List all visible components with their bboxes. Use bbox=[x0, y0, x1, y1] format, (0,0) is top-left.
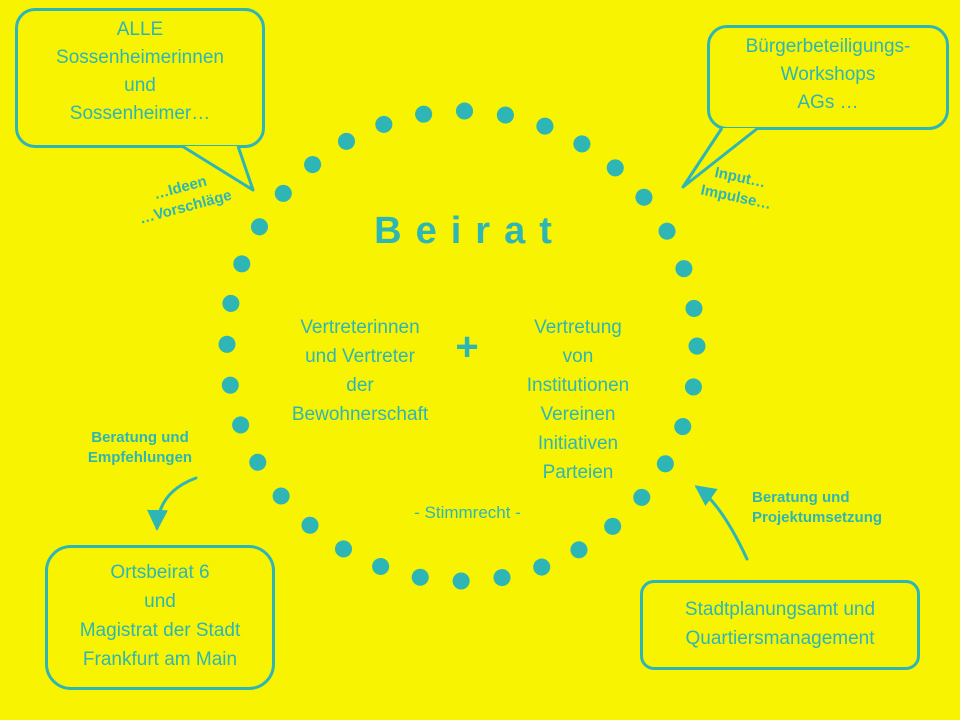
callout-line: Bürgerbeteiligungs- bbox=[745, 36, 911, 57]
callout-line: Workshops bbox=[780, 64, 876, 85]
curved-arrow-right bbox=[694, 485, 749, 561]
callout-line: und bbox=[124, 75, 156, 96]
label-line: Projektumsetzung bbox=[752, 509, 883, 526]
box-line: Magistrat der Stadt bbox=[79, 620, 241, 641]
group-institutionen: Vertretung von Institutionen Vereinen In… bbox=[488, 313, 668, 487]
stimmrecht-note: - Stimmrecht - bbox=[414, 503, 521, 522]
callout-line: Sossenheimerinnen bbox=[56, 47, 224, 68]
group-line: von bbox=[562, 346, 594, 367]
label-beratung-empfehlungen: Beratung und Empfehlungen bbox=[75, 428, 205, 468]
group-line: der bbox=[346, 375, 374, 396]
callout-line: Sossenheimer… bbox=[69, 103, 211, 124]
group-line: Initiativen bbox=[537, 433, 619, 454]
box-line: Stadtplanungsamt und bbox=[684, 599, 876, 620]
group-line: Vereinen bbox=[540, 404, 616, 425]
circle-title: Beirat bbox=[374, 210, 566, 252]
group-line: Vertreterinnen bbox=[300, 317, 420, 338]
box-ortsbeirat: Ortsbeirat 6 und Magistrat der Stadt Fra… bbox=[45, 545, 275, 690]
box-line: Quartiersmanagement bbox=[685, 628, 875, 649]
callout-line: AGs … bbox=[797, 92, 859, 113]
box-line: Frankfurt am Main bbox=[82, 649, 238, 670]
group-line: und Vertreter bbox=[305, 346, 415, 367]
curved-arrow-left bbox=[147, 476, 198, 531]
box-stadtplanungsamt: Stadtplanungsamt und Quartiersmanagement bbox=[640, 580, 920, 670]
plus-sign: + bbox=[455, 325, 479, 369]
label-ideen-vorschlaege: …Ideen …Vorschläge bbox=[115, 162, 251, 234]
group-line: Bewohnerschaft bbox=[291, 404, 429, 425]
label-line: Empfehlungen bbox=[87, 449, 193, 466]
label-beratung-projektumsetzung: Beratung und Projektumsetzung bbox=[752, 488, 922, 528]
callout-line: ALLE bbox=[116, 19, 164, 40]
box-line: und bbox=[144, 591, 176, 612]
group-line: Parteien bbox=[542, 462, 614, 483]
label-line: Beratung und bbox=[752, 489, 850, 506]
box-line: Ortsbeirat 6 bbox=[110, 562, 210, 583]
label-line: Beratung und bbox=[91, 429, 189, 446]
callout-alle-sossenheimer: ALLE Sossenheimerinnen und Sossenheimer… bbox=[15, 8, 265, 148]
label-input-impulse: Input… Impulse… bbox=[680, 157, 796, 219]
callout-buergerbeteiligung: Bürgerbeteiligungs- Workshops AGs … bbox=[707, 25, 949, 130]
group-line: Institutionen bbox=[526, 375, 630, 396]
group-line: Vertretung bbox=[534, 317, 622, 338]
group-bewohnerschaft: Vertreterinnen und Vertreter der Bewohne… bbox=[255, 313, 465, 429]
